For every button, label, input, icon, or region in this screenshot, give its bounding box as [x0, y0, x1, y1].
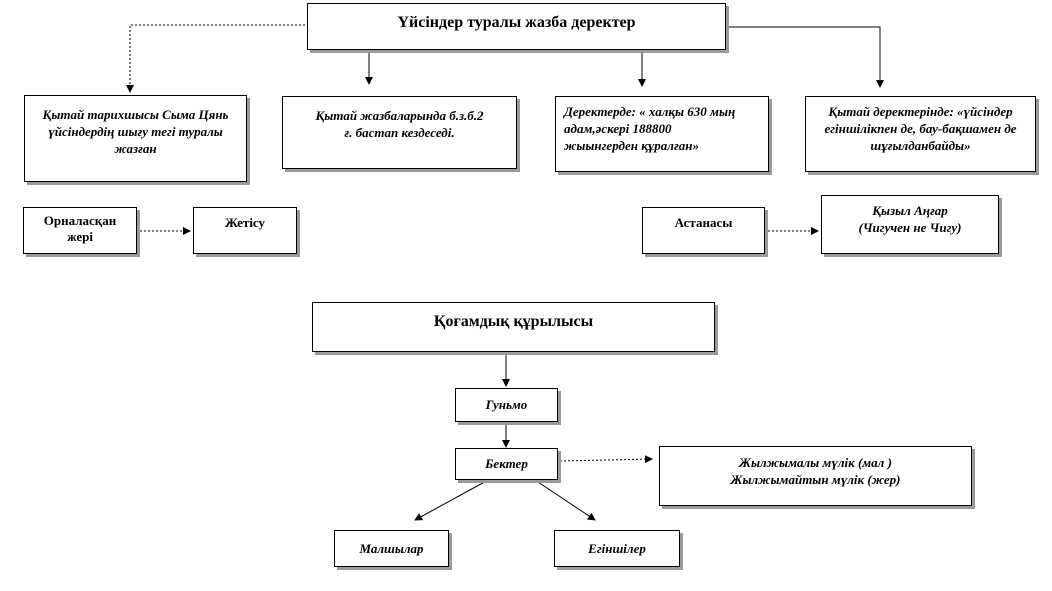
ruler-label: Гуньмо	[485, 397, 528, 412]
source-box-chinese-records: Қытай жазбаларында б.з.б.2 ғ. бастап кез…	[282, 96, 517, 169]
diagram-title: Үйсіндер туралы жазба деректер	[307, 3, 726, 50]
connector-nobles-herders	[414, 478, 491, 521]
property-box: Жылжымалы мүлік (мал ) Жылжымайтын мүлік…	[659, 446, 972, 506]
capital-label: Астанасы	[674, 215, 733, 230]
farmers-label: Егіншілер	[588, 541, 646, 556]
farmers-box: Егіншілер	[554, 530, 680, 567]
herders-box: Малшылар	[334, 530, 449, 567]
source-text-1: Қытай тарихшысы Сыма Цянь үйсіндердің шы…	[42, 107, 229, 156]
location-value-box: Жетісу	[193, 207, 297, 254]
nobles-label: Бектер	[485, 456, 528, 471]
connector-title-source4	[726, 26, 884, 88]
connector-nobles-property	[559, 455, 653, 464]
connector-title-source1	[126, 24, 305, 93]
capital-value-line1: Қызыл Аңғар	[872, 203, 948, 218]
connector-nobles-farmers	[534, 479, 596, 521]
source-box-sima-qian: Қытай тарихшысы Сыма Цянь үйсіндердің шы…	[24, 95, 247, 182]
structure-title: Қоғамдық құрылысы	[433, 313, 594, 330]
structure-title-box: Қоғамдық құрылысы	[312, 302, 715, 352]
ruler-box: Гуньмо	[455, 388, 558, 422]
capital-value-line2: (Чигучен не Чигу)	[858, 220, 962, 235]
capital-label-box: Астанасы	[642, 207, 765, 254]
source-text-4: Қытай деректерінде: «үйсіндер егіншілікп…	[824, 104, 1017, 153]
location-label-box: Орналасқан жері	[23, 207, 137, 254]
source-text-3: Деректерде: « халқы 630 мың адам,әскері …	[564, 104, 736, 153]
capital-value-box: Қызыл Аңғар (Чигучен не Чигу)	[821, 195, 999, 254]
source-box-agriculture: Қытай деректерінде: «үйсіндер егіншілікп…	[805, 96, 1036, 172]
source-text-2: Қытай жазбаларында б.з.б.2 ғ. бастап кез…	[315, 108, 484, 140]
property-line2: Жылжымайтын мүлік (жер)	[730, 472, 901, 487]
nobles-box: Бектер	[455, 448, 558, 480]
location-value: Жетісу	[224, 215, 266, 230]
property-line1: Жылжымалы мүлік (мал )	[739, 455, 892, 470]
diagram-title-text: Үйсіндер туралы жазба деректер	[397, 14, 636, 31]
herders-label: Малшылар	[359, 541, 424, 556]
location-label: Орналасқан жері	[43, 213, 117, 244]
source-box-population: Деректерде: « халқы 630 мың адам,әскері …	[555, 96, 769, 172]
